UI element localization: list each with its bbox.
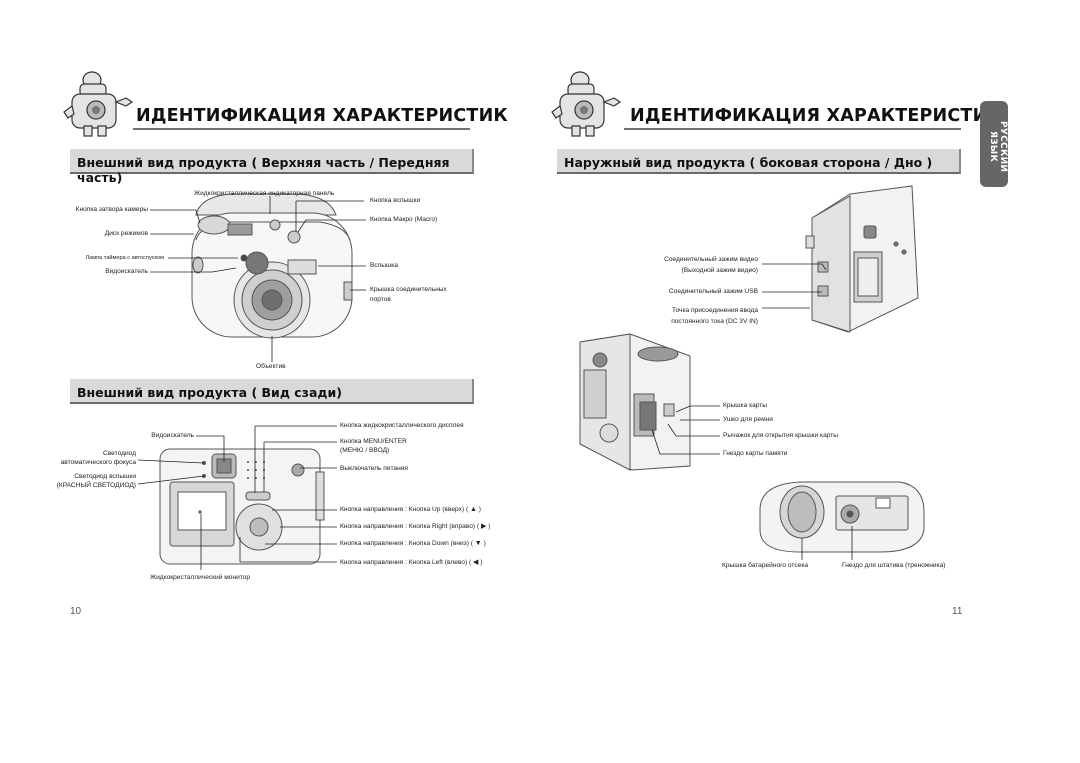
mascot-icon [551,71,622,137]
section-header-back: Внешний вид продукта ( Вид сзади) [70,379,474,404]
section-header-side: Наружный вид продукта ( боковая сторона … [557,149,961,174]
label-card-slot: Гнездо карты памяти [723,450,788,457]
page-title-right: ИДЕНТИФИКАЦИЯ ХАРАКТЕРИСТИК [630,106,1002,126]
label-macro: Кнопка Макро (Macro) [370,216,438,223]
page-title: ИДЕНТИФИКАЦИЯ ХАРАКТЕРИСТИК [136,106,508,126]
label-lcd-display-button: Кнопка жидкокристаллического дисплея [340,422,464,429]
label-video-out-2: (Выходной зажим видео) [681,267,758,274]
label-right: Кнопка направления : Кнопка Right (вправ… [340,523,491,530]
label-video-out: Соединительный зажим видео [664,256,758,263]
label-af-led: Светодиод [102,450,136,457]
title-rule-right [624,128,961,130]
page-number-left: 10 [70,606,82,617]
label-af-led-2: автоматического фокуса [60,459,136,466]
label-monitor: Жидкокристаллический монитор [150,574,251,581]
label-up: Кнопка направления : Кнопка Up (вверх) (… [340,506,481,513]
arrow-right-icon: ▶ [480,523,487,530]
label-self-timer: Лампа таймера с автоспуском [85,255,164,261]
arrow-left-icon: ◀ [473,559,479,566]
label-battery-cover: Крышка батарейного отсека [722,562,809,569]
label-down: Кнопка направления : Кнопка Down (вниз) … [340,540,486,547]
label-port-cover-2: портов [370,296,391,303]
label-dc-in: Точка присоединения ввода [671,307,758,314]
camera-back-illustration [137,425,337,570]
mascot-icon [63,71,134,137]
arrow-up-icon: ▲ [469,506,477,513]
label-viewfinder-back: Видоискатель [151,432,194,439]
label-lcd-panel: Жидкокристаллическая индикаторная панель [194,190,335,197]
title-rule [133,128,470,130]
label-card-cover: Крышка карты [723,402,768,409]
label-lens: Объектив [256,363,286,370]
label-dc-in-2: постоянного тока (DC 3V IN) [671,318,758,325]
label-flash-led: Светодиод вспышки [74,473,136,480]
label-port-cover: Крышка соединительных [370,286,447,293]
camera-front-illustration [150,193,366,362]
label-card-lever: Рычажок для открытия крышки карты [723,432,839,439]
label-shutter: Кнопка затвора камеры [75,206,148,213]
label-viewfinder-front: Видоискатель [105,268,148,275]
label-flash-led-2: (КРАСНЫЙ СВЕТОДИОД) [56,482,136,489]
section-header-top: Внешний вид продукта ( Верхняя часть / П… [70,149,474,185]
arrow-down-icon: ▼ [474,540,482,547]
label-tripod: Гнездо для штатива (треножника) [842,562,946,569]
label-flash: Вспышка [370,262,398,269]
label-usb: Соединительный зажим USB [668,288,758,295]
page-number-right: 11 [952,606,963,617]
label-menu-enter-2: (МЕНЮ / ВВОД) [340,447,390,454]
label-strap: Ушко для ремня [723,416,773,423]
language-tab: РУССКИЙ ЯЗЫК [980,101,1008,187]
label-menu-enter: Кнопка MENU/ENTER [340,438,407,445]
label-mode-dial: Диск режимов [104,230,148,237]
label-power: Выключатель питания [340,465,408,472]
label-left: Кнопка направления : Кнопка Left (влево)… [340,559,483,566]
label-flash-button: Кнопка вспышки [370,197,421,204]
